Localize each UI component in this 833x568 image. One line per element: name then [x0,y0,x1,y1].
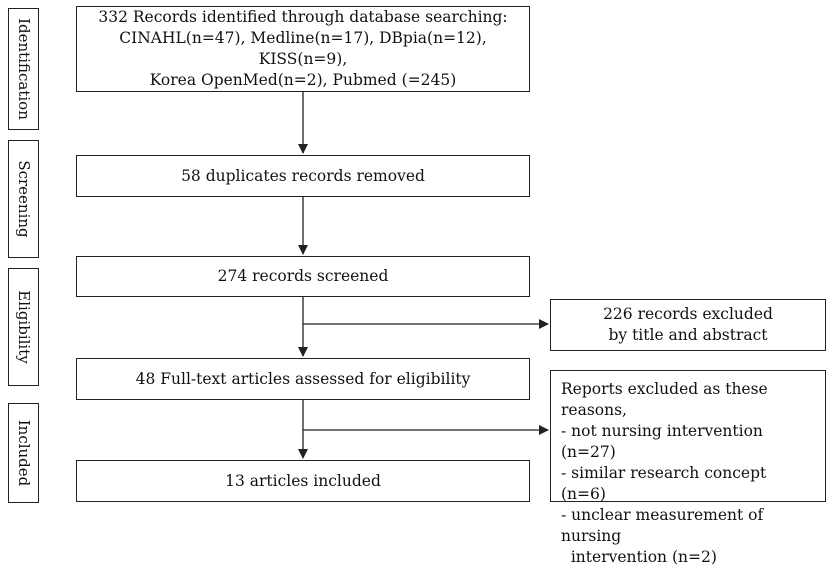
records-screened-box: 274 records screened [76,256,530,297]
fulltext-assessed-box: 48 Full-text articles assessed for eligi… [76,358,530,400]
phase-included: Included [8,403,39,503]
duplicates-removed-box: 58 duplicates records removed [76,155,530,197]
included-box: 13 articles included [76,460,530,502]
excluded-title-line-2: by title and abstract [608,326,768,344]
records-screened-text: 274 records screened [217,267,389,285]
fulltext-assessed-text: 48 Full-text articles assessed for eligi… [135,369,471,388]
identification-box: 332 Records identified through database … [76,6,530,92]
phase-identification: Identification [8,8,39,130]
duplicates-removed-text: 58 duplicates records removed [181,166,425,185]
included-text: 13 articles included [225,471,381,490]
identification-line-2: CINAHL(n=47), Medline(n=17), DBpia(n=12)… [119,29,487,68]
excluded-reasons-line-5: intervention (n=2) [561,548,717,566]
identification-line-1: 332 Records identified through database … [98,8,508,26]
excluded-title-abstract-box: 226 records excluded by title and abstra… [550,299,826,351]
excluded-reasons-line-1: Reports excluded as these reasons, [561,380,768,419]
excluded-title-line-1: 226 records excluded [603,305,773,323]
phase-eligibility: Eligibility [8,268,39,386]
flow-arrows [298,92,549,459]
identification-line-3: Korea OpenMed(n=2), Pubmed (=245) [149,71,457,89]
phase-screening: Screening [8,140,39,258]
excluded-reasons-line-3: - similar research concept (n=6) [561,464,767,503]
excluded-reasons-line-4: - unclear measurement of nursing [561,506,764,545]
excluded-reasons-line-2: - not nursing intervention (n=27) [561,422,763,461]
